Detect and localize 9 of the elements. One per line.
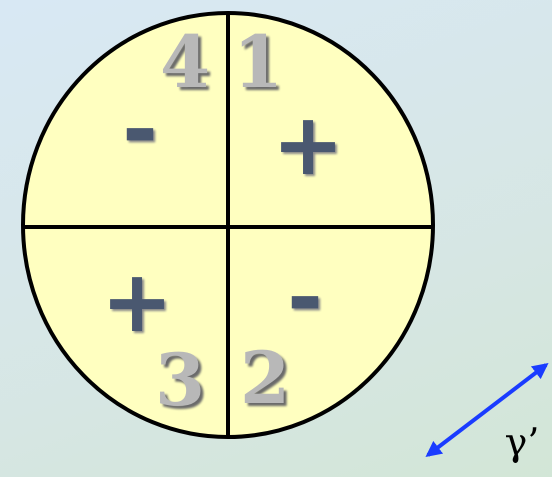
plus-sign: + [100,259,174,345]
quadrant-number: 1 [232,26,284,98]
minus-sign: - [287,255,323,341]
plus-sign: + [272,102,344,188]
quadrant-number: 2 [240,342,290,414]
quadrant-number: 3 [154,344,206,416]
gamma-label: γ’ [504,423,540,461]
minus-sign: - [122,87,158,173]
quadrant-number: 4 [160,26,210,98]
